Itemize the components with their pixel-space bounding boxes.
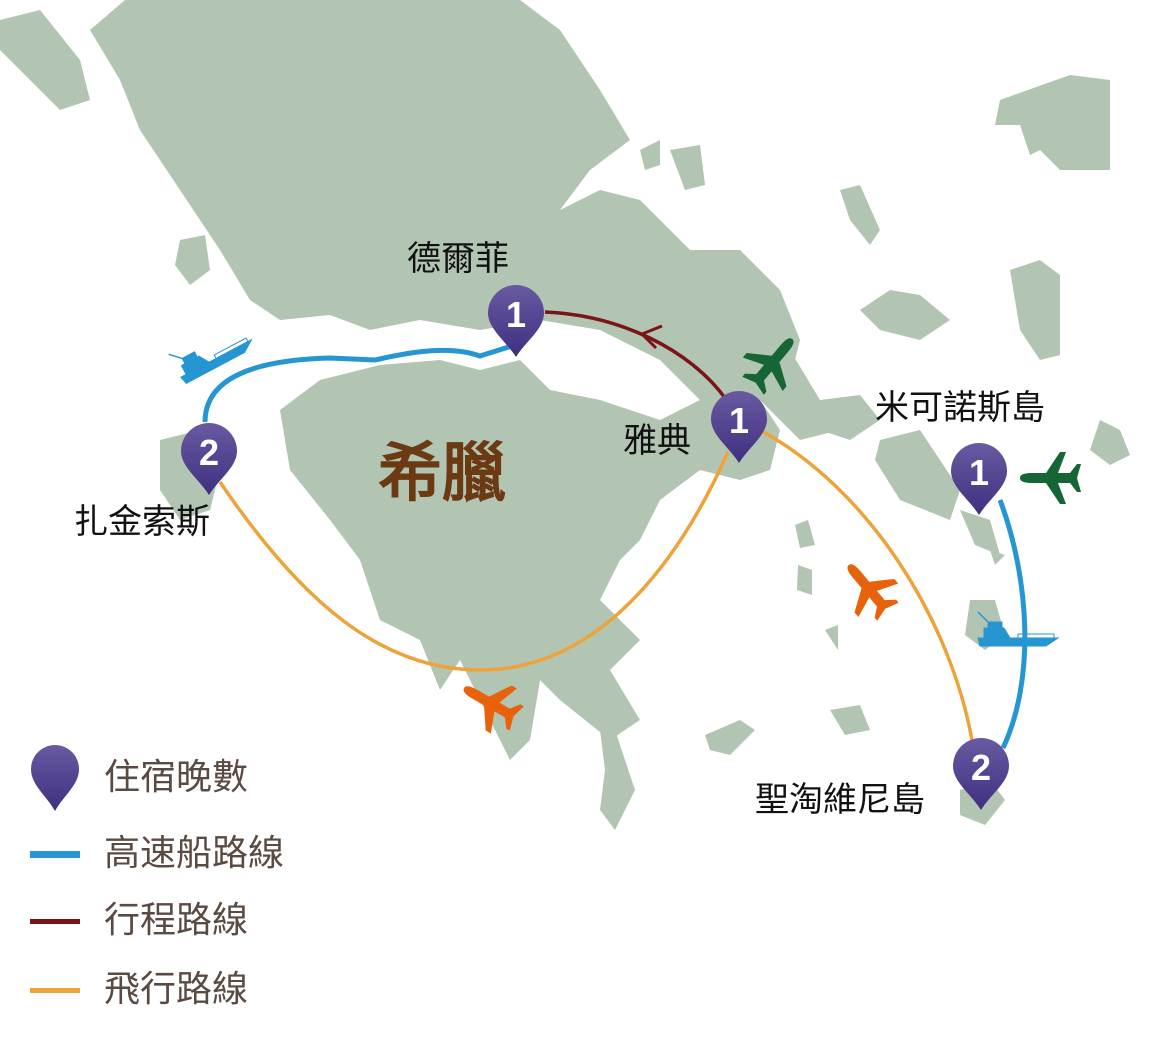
flight-route-zakynthos-athens	[218, 451, 730, 672]
ferry-route-zakynthos-delphi	[202, 342, 516, 423]
itinerary-route-athens-delphi	[544, 310, 727, 400]
legend-item-flight: 飛行路線	[30, 972, 248, 1008]
itinerary-line-swatch	[30, 918, 80, 924]
accommodation-pins: 1 1 1 2 2	[181, 285, 1009, 810]
pin-zakynthos[interactable]: 2	[181, 423, 237, 495]
pin-santorini[interactable]: 2	[953, 738, 1009, 810]
nights-count: 1	[969, 452, 989, 493]
nights-count: 2	[199, 432, 219, 473]
place-label-delphi: 德爾菲	[407, 239, 509, 279]
pin-mykonos[interactable]: 1	[951, 443, 1007, 515]
ferry-route-mykonos-santorini	[997, 499, 1028, 750]
legend-label: 行程路線	[104, 900, 249, 941]
flight-line-swatch	[30, 987, 80, 993]
legend-label: 飛行路線	[104, 969, 249, 1010]
place-label-santorini: 聖淘維尼島	[755, 780, 925, 820]
legend-label: 高速船路線	[104, 833, 285, 874]
itinerary-arrow-icon	[639, 324, 663, 350]
ferry-line-swatch	[30, 850, 80, 858]
euboea-island	[560, 200, 840, 440]
country-label: 希臘	[378, 437, 506, 511]
pin-athens[interactable]: 1	[711, 391, 767, 463]
place-label-zakynthos: 扎金索斯	[74, 502, 210, 542]
routes	[202, 310, 1028, 750]
legend-item-itinerary: 行程路線	[30, 903, 248, 939]
place-label-athens: 雅典	[623, 421, 691, 461]
place-label-mykonos: 米可諾斯島	[875, 388, 1045, 428]
legend-item-ferry: 高速船路線	[30, 836, 284, 872]
flight-route-athens-santorini	[759, 428, 974, 741]
plane-icon	[1020, 452, 1081, 504]
legend-item-nights: 住宿晚數	[30, 745, 248, 811]
land-masses	[0, 0, 1130, 830]
nights-count: 2	[971, 747, 991, 788]
legend-label: 住宿晚數	[104, 757, 249, 798]
nights-count: 1	[506, 294, 526, 335]
map-pin-icon	[31, 745, 79, 811]
mainland-greece	[90, 0, 800, 760]
pin-delphi[interactable]: 1	[488, 285, 544, 357]
nights-count: 1	[729, 400, 749, 441]
